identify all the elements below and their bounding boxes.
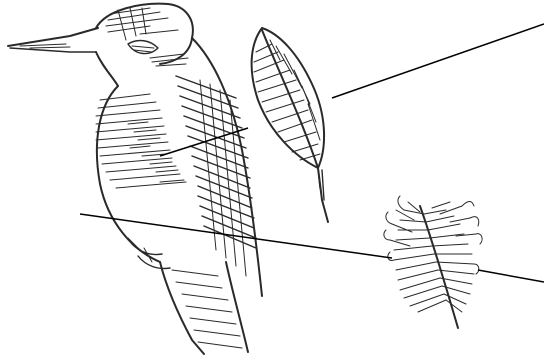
contour-feather-illustration [252,28,328,222]
leader-line-head-to-wing-feather [332,24,544,98]
leader-line-down-feather-right [478,270,544,282]
kingfisher-illustration [8,4,262,354]
down-feather-illustration [384,196,482,328]
